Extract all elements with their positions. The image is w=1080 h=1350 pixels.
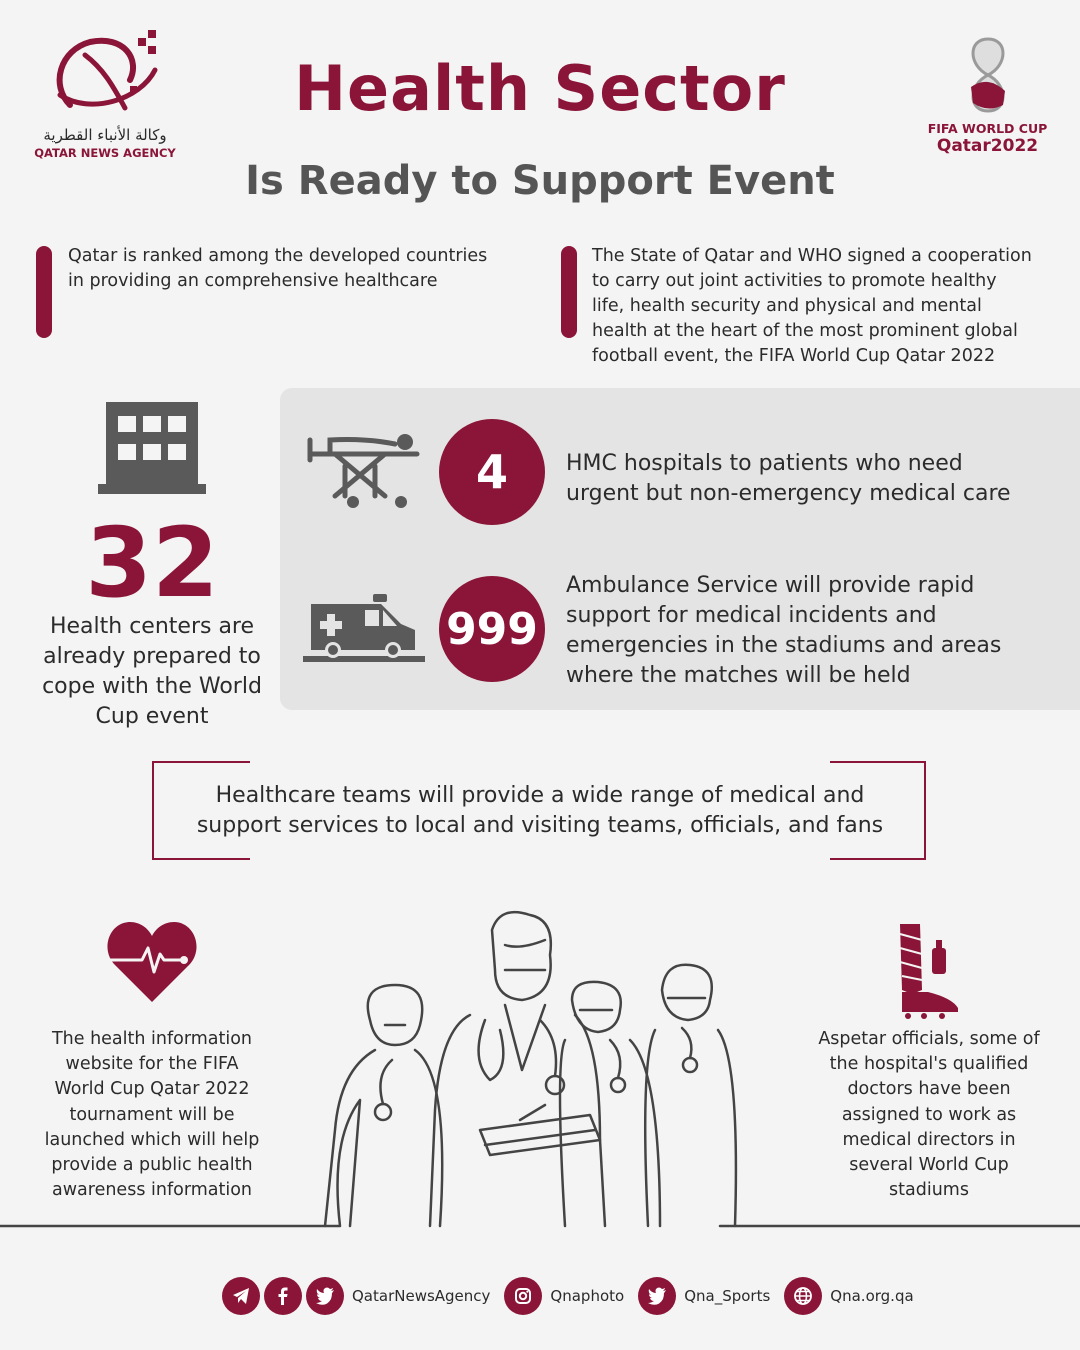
fifa-line1: FIFA WORLD CUP <box>927 121 1048 136</box>
fact-bar-left <box>36 246 52 338</box>
stretcher-icon <box>307 434 420 508</box>
twitter-icon[interactable] <box>638 1277 677 1315</box>
globe-icon[interactable] <box>784 1277 823 1315</box>
bottom-left-text: The health information website for the F… <box>44 1029 260 1201</box>
footer-link-website[interactable]: Qna.org.qa <box>830 1287 914 1305</box>
building-icon <box>98 402 206 494</box>
instagram-icon[interactable] <box>504 1277 543 1315</box>
stat-circle-ambulance: 999 <box>439 576 545 682</box>
page-subtitle: Is Ready to Support Event <box>245 158 835 204</box>
doctors-illustration <box>0 910 1080 1228</box>
fact-left: Qatar is ranked among the developed coun… <box>68 246 488 291</box>
qna-logo: وكالة الأنباء القطرية QATAR NEWS AGENCY <box>30 30 180 160</box>
stat-number-ambulance: 999 <box>446 603 538 655</box>
fifa-logo: FIFA WORLD CUP Qatar2022 <box>920 35 1055 160</box>
health-centers-number: 32 <box>85 507 219 619</box>
stat-text-hospitals: HMC hospitals to patients who need urgen… <box>566 451 1011 506</box>
facebook-icon[interactable] <box>264 1277 302 1315</box>
stat-circle-hospitals: 4 <box>439 419 545 525</box>
health-centers-text: Health centers are already prepared to c… <box>42 614 262 729</box>
callout-bottom-gap <box>250 857 830 863</box>
fact-bar-right <box>561 246 577 338</box>
stat-text-ambulance: Ambulance Service will provide rapid sup… <box>566 573 1002 688</box>
qna-arabic-name: وكالة الأنباء القطرية <box>43 126 167 144</box>
bottom-right-text: Aspetar officials, some of the hospital'… <box>818 1029 1040 1201</box>
footer-link-qatarnewsagency[interactable]: QatarNewsAgency <box>352 1287 491 1305</box>
stat-number-hospitals: 4 <box>475 445 508 499</box>
heart-pulse-icon <box>107 922 197 1002</box>
qna-logo-mark-icon <box>56 30 158 111</box>
callout-top-gap <box>250 758 830 764</box>
qna-english-name: QATAR NEWS AGENCY <box>34 146 176 160</box>
footer-link-qna-sports[interactable]: Qna_Sports <box>684 1287 771 1305</box>
callout-box <box>152 761 926 860</box>
injured-leg-icon <box>899 924 958 1019</box>
footer-link-qnaphoto[interactable]: Qnaphoto <box>550 1287 625 1305</box>
ambulance-icon <box>303 594 425 662</box>
world-cup-emblem-icon <box>970 37 1005 113</box>
fact-right: The State of Qatar and WHO signed a coop… <box>592 246 1032 366</box>
twitter-icon[interactable] <box>306 1277 344 1315</box>
fifa-line2: Qatar2022 <box>936 136 1039 156</box>
page-title: Health Sector <box>294 52 786 125</box>
callout-text: Healthcare teams will provide a wide ran… <box>196 783 884 838</box>
telegram-icon[interactable] <box>222 1277 260 1315</box>
social-bar: QatarNewsAgency Qnaphoto Qna_Sports Qna.… <box>222 1277 928 1315</box>
